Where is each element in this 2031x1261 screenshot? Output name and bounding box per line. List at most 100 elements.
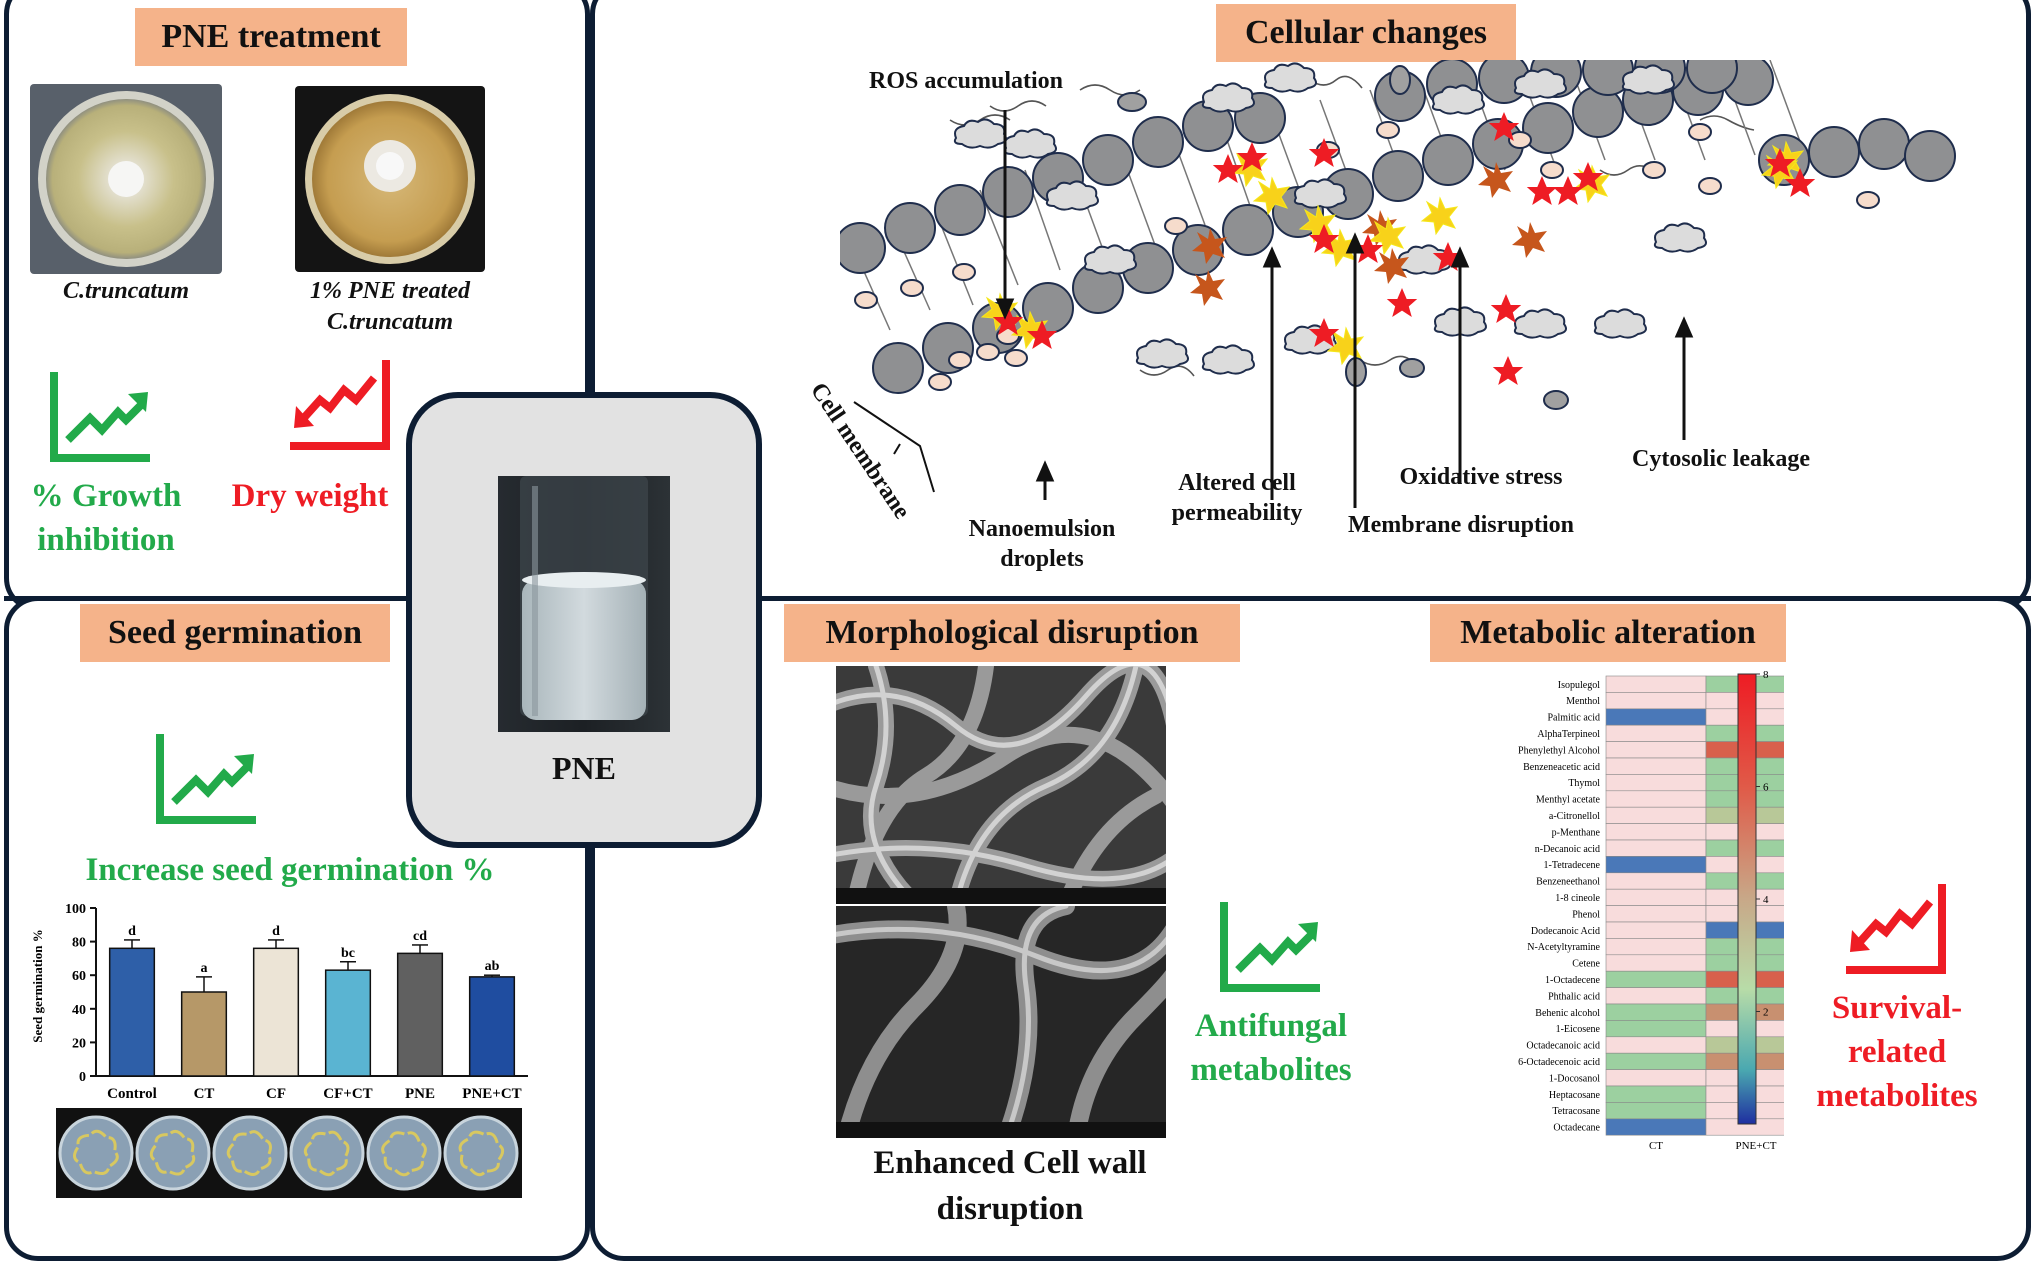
plate xyxy=(135,1115,211,1191)
bar xyxy=(252,947,300,1077)
seedling xyxy=(328,1130,343,1141)
heatmap-cell xyxy=(1605,724,1707,742)
seedling xyxy=(486,1131,499,1144)
seedling xyxy=(232,1132,247,1142)
seedling xyxy=(264,1138,272,1155)
heatmap-cell xyxy=(1605,675,1707,693)
heatmap-cell xyxy=(1605,872,1707,890)
seedling xyxy=(336,1158,348,1171)
category-label: CT xyxy=(194,1086,215,1102)
heatmap-cell xyxy=(1605,708,1707,726)
sem-image-top xyxy=(836,666,1166,904)
y-tick-label: 20 xyxy=(72,1036,86,1051)
bar xyxy=(108,947,156,1077)
seed-germination-title: Seed germination xyxy=(80,604,390,662)
heatmap-cell xyxy=(1605,1069,1707,1087)
dry-weight-down-icon xyxy=(290,360,390,450)
seedling xyxy=(486,1162,500,1173)
seedling xyxy=(394,1168,411,1177)
category-label: PNE+CT xyxy=(462,1086,521,1102)
heatmap-row-label: Octadecanoic acid xyxy=(1526,1041,1600,1052)
heatmap-cell xyxy=(1605,790,1707,808)
plate xyxy=(443,1115,519,1191)
seedling xyxy=(186,1137,195,1153)
heatmap-row-label: Menthol xyxy=(1566,696,1600,707)
pne-center-label: PNE xyxy=(552,750,616,786)
membrane-disruption-label: Membrane disruption xyxy=(1347,512,1574,538)
heatmap-cell xyxy=(1605,905,1707,923)
heatmap-row-label: Phthalic acid xyxy=(1548,991,1600,1002)
heatmap-cell xyxy=(1605,1085,1707,1103)
seedling xyxy=(78,1163,92,1175)
seedling xyxy=(72,1146,80,1163)
heatmap-column-label: PNE+CT xyxy=(1735,1140,1776,1152)
metabolic-title: Metabolic alteration xyxy=(1430,604,1786,662)
heatmap-row-label: Heptacosane xyxy=(1549,1090,1601,1101)
morphological-title: Morphological disruption xyxy=(784,604,1240,662)
colorbar-tick-label: 6 xyxy=(1763,782,1769,794)
heatmap-cell xyxy=(1605,1102,1707,1120)
heatmap-cell xyxy=(1605,1118,1707,1136)
divider xyxy=(4,596,2031,601)
heatmap-cell xyxy=(1605,888,1707,906)
seedling xyxy=(497,1144,505,1161)
heatmap-cell xyxy=(1605,856,1707,874)
cellular-changes-title: Cellular changes xyxy=(1216,4,1516,62)
seedling xyxy=(109,1152,119,1168)
category-label: CF xyxy=(266,1086,286,1102)
colorbar-tick-label: 8 xyxy=(1763,669,1769,681)
seedling xyxy=(154,1161,167,1174)
cellular-changes-panel xyxy=(590,0,2031,612)
category-label: PNE xyxy=(405,1086,435,1102)
heatmap-row-label: Tetracosane xyxy=(1552,1106,1600,1117)
heatmap-cell xyxy=(1605,839,1707,857)
plate xyxy=(58,1115,134,1191)
heatmap-cell xyxy=(1605,774,1707,792)
plate xyxy=(212,1115,288,1191)
seedling xyxy=(154,1133,168,1143)
plate xyxy=(366,1115,442,1191)
heatmap-row-label: Menthyl acetate xyxy=(1536,795,1601,806)
heatmap-cell xyxy=(1605,757,1707,775)
bar xyxy=(468,976,516,1077)
seedling xyxy=(248,1130,264,1140)
heatmap-row-label: Phenylethyl Alcohol xyxy=(1518,745,1600,756)
y-axis-label: Seed germination % xyxy=(30,929,45,1042)
seedling xyxy=(458,1137,469,1153)
y-tick-label: 0 xyxy=(79,1070,86,1085)
category-label: CF+CT xyxy=(323,1086,372,1102)
heatmap-cell xyxy=(1605,1003,1707,1021)
altered-permeability-label: Altered cell permeability xyxy=(1171,470,1303,526)
heatmap-row-label: 1-8 cineole xyxy=(1555,893,1600,904)
bar xyxy=(180,991,228,1077)
antifungal-up-icon xyxy=(1220,902,1320,992)
heatmap-cell xyxy=(1605,692,1707,710)
treated-plate-caption: 1% PNE treated C.truncatum xyxy=(310,278,470,335)
ros-accumulation-label: ROS accumulation xyxy=(868,68,1063,94)
heatmap-row-label: Benzeneethanol xyxy=(1536,877,1600,888)
heatmap-cell xyxy=(1605,1052,1707,1070)
seedling xyxy=(307,1158,317,1172)
significance-letter: d xyxy=(272,924,280,939)
antifungal-metabolites-label: Antifungal metabolites xyxy=(1190,1008,1352,1088)
heatmap-row-label: AlphaTerpineol xyxy=(1537,729,1600,740)
seedling xyxy=(407,1131,421,1142)
seedling xyxy=(231,1160,242,1173)
heatmap-cell xyxy=(1605,741,1707,759)
heatmap-cell xyxy=(1605,954,1707,972)
heatmap-cell xyxy=(1605,987,1707,1005)
colorbar-tick-label: 4 xyxy=(1763,894,1769,906)
bar xyxy=(324,969,372,1077)
heatmap-cell xyxy=(1605,806,1707,824)
germination-up-icon xyxy=(156,734,256,824)
seedling xyxy=(303,1141,313,1157)
seedling xyxy=(243,1170,261,1176)
seedling xyxy=(169,1169,186,1176)
significance-letter: d xyxy=(128,924,136,939)
seedling xyxy=(420,1142,427,1159)
significance-letter: bc xyxy=(341,946,355,961)
heatmap-row-label: Benzeneacetic acid xyxy=(1523,762,1600,773)
seedling xyxy=(226,1142,235,1159)
